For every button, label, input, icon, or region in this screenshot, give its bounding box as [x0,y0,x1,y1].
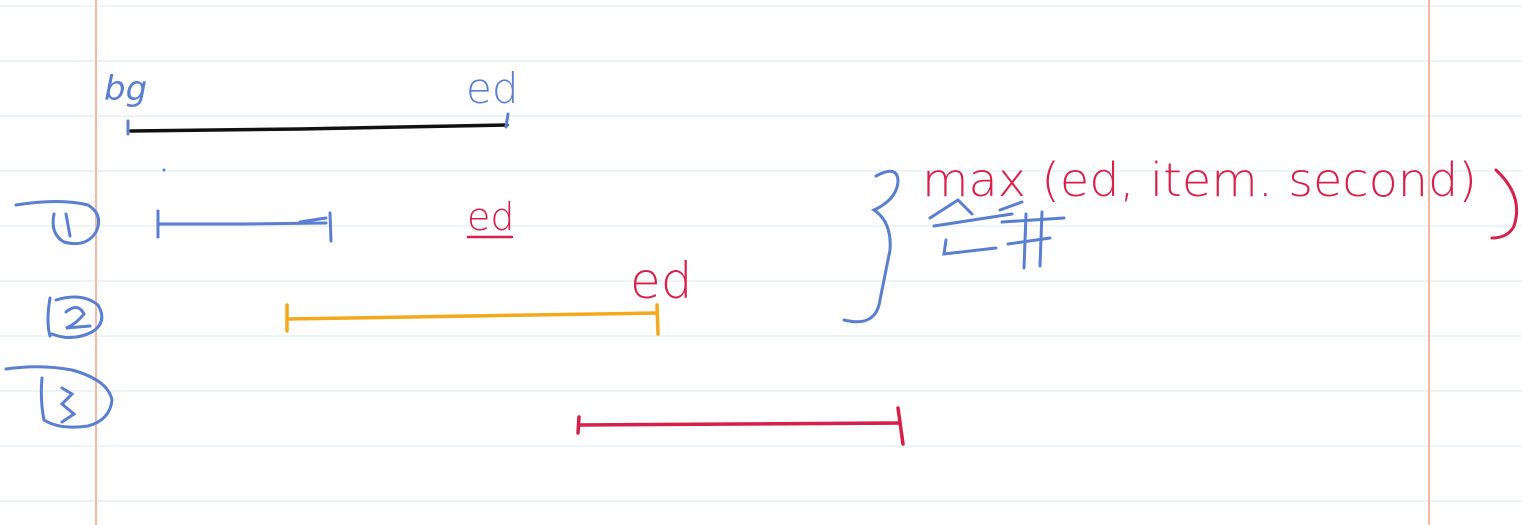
interval-base [129,123,509,133]
label-ed-top: ed [466,64,519,113]
label-ed-row1: ed [467,195,515,239]
interval-2 [285,303,660,336]
interval-base-right-tick [504,112,510,129]
label-bg: bg [104,69,147,109]
circled-number-2 [46,295,104,339]
max-expression: max (ed, item. second) [922,153,1477,207]
ruled-lines [0,5,1522,502]
stray-dot [162,168,166,172]
label-ed-row2: ed [630,252,693,310]
circled-number-1 [14,200,101,246]
right-curly-brace-icon [842,169,900,324]
closing-paren [1490,168,1519,240]
interval-1 [156,209,333,243]
merge-glyph [928,198,1066,270]
circled-number-3 [4,365,114,429]
interval-3 [576,406,905,446]
